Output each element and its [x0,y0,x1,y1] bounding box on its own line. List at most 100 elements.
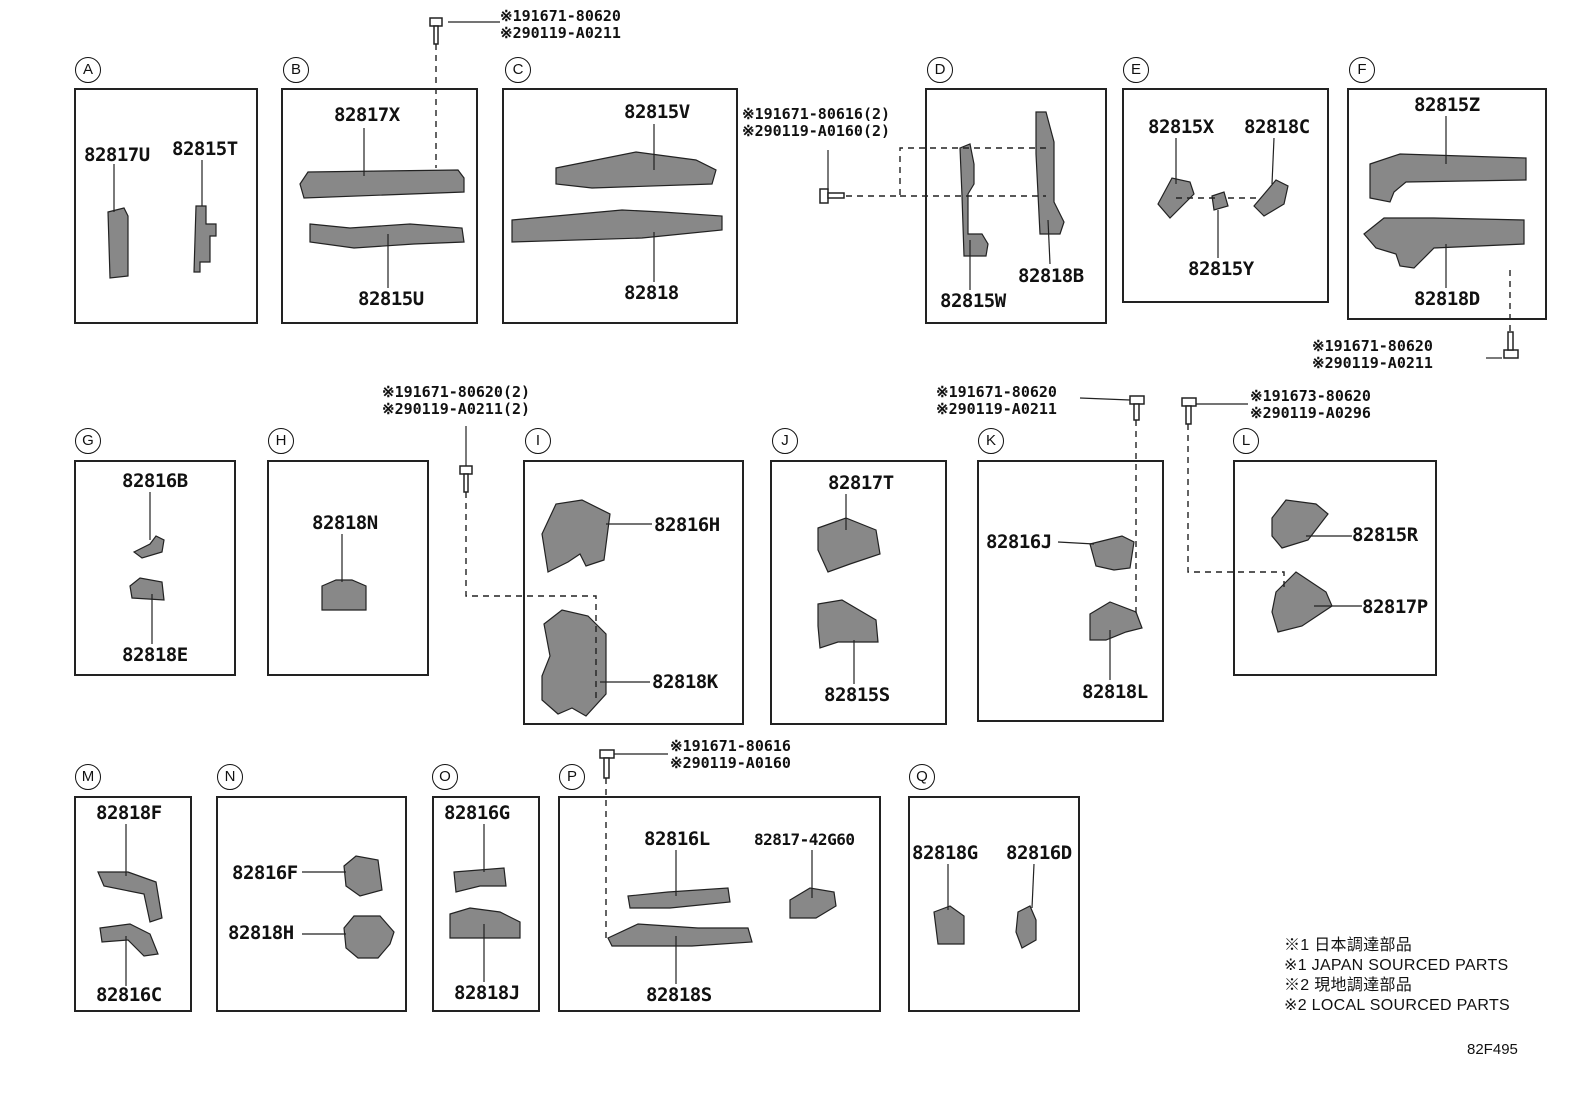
group-box-L [1233,460,1437,676]
group-letter-G: G [75,428,101,454]
part-label-82815Z[interactable]: 82815Z [1414,94,1480,116]
bolt-i [459,465,473,493]
part-shape-82818C [1253,179,1289,217]
group-box-H [267,460,429,676]
group-box-C [502,88,738,324]
group-box-I [523,460,744,725]
group-letter-L: L [1233,428,1259,454]
bolt-note-line[interactable]: ※290119-A0211 [1312,354,1433,372]
group-letter-B: B [283,57,309,83]
part-label-82818F[interactable]: 82818F [96,802,162,824]
part-shape-82816H [541,499,611,573]
part-label-82816F[interactable]: 82816F [232,862,298,884]
part-label-82815T[interactable]: 82815T [172,138,238,160]
group-letter-O: O [432,764,458,790]
part-shape-82816L [627,887,731,909]
part-label-82815R[interactable]: 82815R [1352,524,1418,546]
part-label-82817T[interactable]: 82817T [828,472,894,494]
part-label-82816L[interactable]: 82816L [644,828,710,850]
group-box-J [770,460,947,725]
part-label-82815X[interactable]: 82815X [1148,116,1214,138]
part-label-82815U[interactable]: 82815U [358,288,424,310]
part-label-82818G[interactable]: 82818G [912,842,978,864]
part-shape-82816D [1015,905,1037,949]
part-label-82816D[interactable]: 82816D [1006,842,1072,864]
bolt-note-line[interactable]: ※290119-A0296 [1250,404,1371,422]
bolt-p [599,749,615,779]
part-shape-82818N [321,579,367,611]
part-shape-82817T [817,517,881,573]
part-label-82815W[interactable]: 82815W [940,290,1006,312]
part-shape-82815Y [1211,191,1229,211]
part-label-82818B[interactable]: 82818B [1018,265,1084,287]
bolt-note-b: ※191671-80620 ※290119-A0211 [500,8,621,42]
group-letter-C: C [505,57,531,83]
diagram-code: 82F495 [1467,1041,1518,1058]
part-label-82818C[interactable]: 82818C [1244,116,1310,138]
bolt-note-line[interactable]: ※191673-80620 [1250,387,1371,405]
part-label-82818N[interactable]: 82818N [312,512,378,534]
part-shape-82815V [555,151,717,189]
part-shape-82816J [1089,535,1135,571]
group-letter-Q: Q [909,764,935,790]
bolt-f [1503,331,1519,359]
part-shape-82817X [299,169,465,199]
part-label-82815S[interactable]: 82815S [824,684,890,706]
part-shape-82817-42G60 [789,887,837,919]
part-label-82816J[interactable]: 82816J [986,531,1052,553]
part-label-82818H[interactable]: 82818H [228,922,294,944]
group-box-F [1347,88,1547,320]
group-box-B [281,88,478,324]
bolt-note-line[interactable]: ※290119-A0211(2) [382,400,531,418]
part-label-82818L[interactable]: 82818L [1082,681,1148,703]
bolt-note-line[interactable]: ※191671-80620 [1312,337,1433,355]
bolt-note-d: ※191671-80616(2) ※290119-A0160(2) [742,106,890,140]
bolt-note-line[interactable]: ※191671-80616(2) [742,105,891,123]
part-label-82816B[interactable]: 82816B [122,470,188,492]
bolt-note-line[interactable]: ※191671-80620(2) [382,383,531,401]
bolt-note-line[interactable]: ※191671-80620 [500,7,621,25]
part-label-82816H[interactable]: 82816H [654,514,720,536]
group-letter-E: E [1123,57,1149,83]
part-label-82817P[interactable]: 82817P [1362,596,1428,618]
bolt-note-l: ※191673-80620 ※290119-A0296 [1250,388,1371,422]
group-letter-M: M [75,764,101,790]
part-label-82817-42G60[interactable]: 82817-42G60 [754,830,855,849]
bolt-note-line[interactable]: ※290119-A0211 [936,400,1057,418]
bolt-note-line[interactable]: ※191671-80616 [670,737,791,755]
legend-line: ※2 現地調達部品 [1284,977,1413,994]
legend-line: ※2 LOCAL SOURCED PARTS [1284,997,1510,1014]
bolt-note-p: ※191671-80616 ※290119-A0160 [670,738,791,772]
bolt-note-line[interactable]: ※290119-A0211 [500,24,621,42]
part-label-82816G[interactable]: 82816G [444,802,510,824]
bolt-note-line[interactable]: ※191671-80620 [936,383,1057,401]
group-box-D [925,88,1107,324]
part-shape-82818J [449,907,521,939]
part-shape-82818H [343,915,395,959]
part-label-82818[interactable]: 82818 [624,282,679,304]
part-label-82818E[interactable]: 82818E [122,644,188,666]
bolt-note-i: ※191671-80620(2) ※290119-A0211(2) [382,384,530,418]
group-letter-D: D [927,57,953,83]
group-letter-J: J [772,428,798,454]
group-box-N [216,796,407,1012]
part-label-82818K[interactable]: 82818K [652,671,718,693]
part-shape-82818D [1363,217,1525,269]
bolt-b [429,17,443,45]
part-label-82815Y[interactable]: 82815Y [1188,258,1254,280]
part-label-82818S[interactable]: 82818S [646,984,712,1006]
part-label-82818D[interactable]: 82818D [1414,288,1480,310]
bolt-note-line[interactable]: ※290119-A0160 [670,754,791,772]
part-label-82816C[interactable]: 82816C [96,984,162,1006]
part-label-82815V[interactable]: 82815V [624,101,690,123]
part-shape-82815W [959,143,989,257]
part-label-82817X[interactable]: 82817X [334,104,400,126]
part-label-82817U[interactable]: 82817U [84,144,150,166]
bolt-note-line[interactable]: ※290119-A0160(2) [742,122,891,140]
group-letter-P: P [559,764,585,790]
part-label-82818J[interactable]: 82818J [454,982,520,1004]
part-shape-82816C [99,923,159,957]
group-box-Q [908,796,1080,1012]
